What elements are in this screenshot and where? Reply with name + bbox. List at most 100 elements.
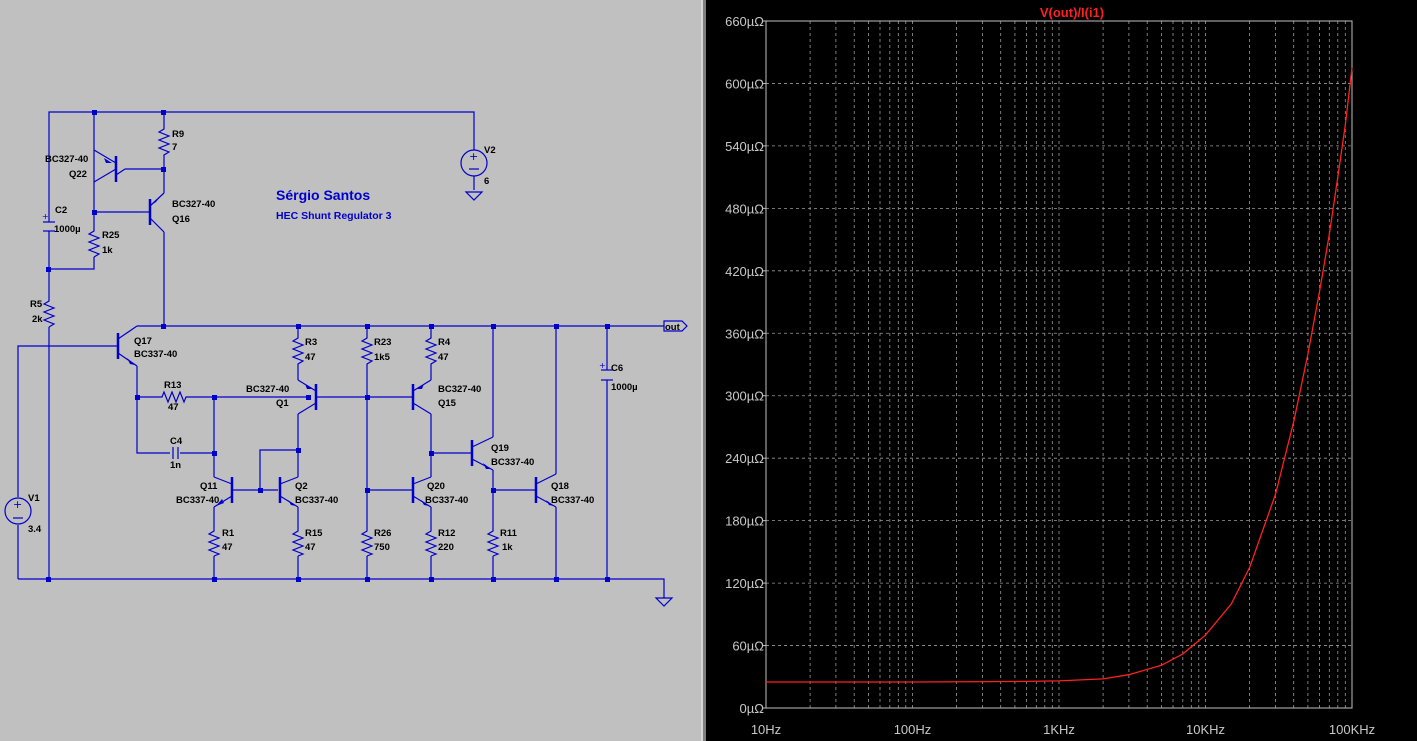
resistor-r3[interactable]: R3 47 <box>291 333 317 366</box>
c4-ref: C4 <box>170 436 183 447</box>
r1-ref: R1 <box>222 528 235 539</box>
r5-value: 2k <box>32 314 43 325</box>
resistor-r4[interactable]: R4 47 <box>424 333 451 366</box>
v1-ref: V1 <box>28 493 40 504</box>
q20-ref: Q20 <box>427 481 445 492</box>
transistor-q16[interactable]: BC327-40 Q16 <box>141 192 215 233</box>
r25-value: 1k <box>102 245 113 256</box>
r9-value: 7 <box>172 142 177 153</box>
transistor-q1[interactable]: BC327-40 Q1 <box>246 379 322 415</box>
q11-model: BC337-40 <box>176 495 219 506</box>
resistor-r1[interactable]: R1 47 <box>207 526 235 557</box>
schematic-canvas[interactable]: R9 7 + V2 6 BC327-40 Q22 BC327-40 Q16 + … <box>0 0 703 741</box>
q15-model: BC327-40 <box>438 384 481 395</box>
q2-model: BC337-40 <box>295 495 338 506</box>
transistor-q2[interactable]: Q2 BC337-40 <box>278 476 338 508</box>
q15-ref: Q15 <box>438 398 457 409</box>
q19-model: BC337-40 <box>491 457 534 468</box>
r4-value: 47 <box>438 352 449 363</box>
resistor-r12[interactable]: R12 220 <box>424 526 455 557</box>
r25-ref: R25 <box>102 230 120 241</box>
q11-ref: Q11 <box>200 481 218 492</box>
r15-value: 47 <box>305 542 316 553</box>
c2-value: 1000µ <box>54 224 81 235</box>
r26-value: 750 <box>374 542 390 553</box>
x-tick-label: 100KHz <box>1329 722 1375 737</box>
capacitor-c6[interactable]: + C6 1000µ <box>599 361 638 393</box>
capacitor-c4[interactable]: C4 1n <box>170 436 183 471</box>
svg-text:+: + <box>13 498 22 511</box>
schematic-subtitle: HEC Shunt Regulator 3 <box>276 210 392 222</box>
c4-value: 1n <box>170 460 181 471</box>
transistor-q11[interactable]: Q11 BC337-40 <box>176 476 236 508</box>
r3-value: 47 <box>305 352 316 363</box>
y-tick-label: 180µΩ <box>725 514 764 529</box>
capacitor-c2[interactable]: + C2 1000µ <box>42 205 81 235</box>
voltage-source-v1[interactable]: + V1 3.4 <box>4 493 42 535</box>
ground-symbol-v2 <box>464 191 484 201</box>
r12-value: 220 <box>438 542 454 553</box>
y-tick-label: 0µΩ <box>740 701 765 716</box>
svg-text:+: + <box>469 150 478 163</box>
c6-value: 1000µ <box>611 382 638 393</box>
impedance-plot[interactable]: V(out)/I(i1) 0µΩ60µΩ120µΩ180µΩ240µΩ300µΩ… <box>706 0 1417 741</box>
resistor-r15[interactable]: R15 47 <box>291 526 323 557</box>
resistor-r26[interactable]: R26 750 <box>360 526 391 557</box>
v2-value: 6 <box>484 176 489 187</box>
resistor-r23[interactable]: R23 1k5 <box>360 333 391 366</box>
resistor-r9[interactable]: R9 7 <box>157 124 184 159</box>
y-axis-ticks: 0µΩ60µΩ120µΩ180µΩ240µΩ300µΩ360µΩ420µΩ480… <box>725 14 766 716</box>
schematic-wires <box>17 111 665 598</box>
r23-ref: R23 <box>374 337 391 348</box>
v1-value: 3.4 <box>28 524 42 535</box>
q17-model: BC337-40 <box>134 349 177 360</box>
q16-ref: Q16 <box>172 214 190 225</box>
x-tick-label: 1KHz <box>1043 722 1075 737</box>
q1-model: BC327-40 <box>246 384 289 395</box>
resistor-r5[interactable]: R5 2k <box>30 296 56 328</box>
r4-ref: R4 <box>438 337 451 348</box>
y-tick-label: 600µΩ <box>725 76 764 91</box>
q22-model: BC327-40 <box>45 154 88 165</box>
r12-ref: R12 <box>438 528 455 539</box>
c2-ref: C2 <box>55 205 67 216</box>
q16-model: BC327-40 <box>172 199 215 210</box>
trace-title[interactable]: V(out)/I(i1) <box>1040 5 1104 20</box>
transistor-q19[interactable]: Q19 BC337-40 <box>470 436 534 471</box>
schematic-junctions <box>46 110 610 582</box>
r11-ref: R11 <box>500 528 518 539</box>
ground-symbol <box>654 597 674 607</box>
out-label: out <box>665 322 681 333</box>
voltage-source-v2[interactable]: + V2 6 <box>460 145 496 201</box>
resistor-r13[interactable]: R13 47 <box>158 380 188 413</box>
y-tick-label: 120µΩ <box>725 576 764 591</box>
resistor-r25[interactable]: R25 1k <box>87 226 120 258</box>
trace-line[interactable] <box>766 67 1353 683</box>
plot-grid <box>765 20 1353 709</box>
schematic-editor[interactable]: R9 7 + V2 6 BC327-40 Q22 BC327-40 Q16 + … <box>0 0 703 741</box>
transistor-q15[interactable]: BC327-40 Q15 <box>411 379 481 415</box>
q1-ref: Q1 <box>276 398 289 409</box>
v2-ref: V2 <box>484 145 496 156</box>
q20-model: BC337-40 <box>425 495 468 506</box>
transistor-q18[interactable]: Q18 BC337-40 <box>534 473 594 508</box>
y-tick-label: 240µΩ <box>725 451 764 466</box>
net-label-out[interactable]: out <box>663 320 688 333</box>
q2-ref: Q2 <box>295 481 308 492</box>
transistor-q22[interactable]: BC327-40 Q22 <box>45 149 126 183</box>
q19-ref: Q19 <box>491 443 509 454</box>
c6-ref: C6 <box>611 363 623 374</box>
schematic-author: Sérgio Santos <box>276 187 370 203</box>
r15-ref: R15 <box>305 528 323 539</box>
y-tick-label: 60µΩ <box>732 639 764 654</box>
transistor-q20[interactable]: Q20 BC337-40 <box>411 476 468 508</box>
transistor-q17[interactable]: Q17 BC337-40 <box>116 325 177 367</box>
svg-text:+: + <box>42 212 49 221</box>
q18-model: BC337-40 <box>551 495 594 506</box>
r23-value: 1k5 <box>374 352 391 363</box>
y-tick-label: 540µΩ <box>725 139 764 154</box>
resistor-r11[interactable]: R11 1k <box>486 526 518 557</box>
q17-ref: Q17 <box>134 336 152 347</box>
